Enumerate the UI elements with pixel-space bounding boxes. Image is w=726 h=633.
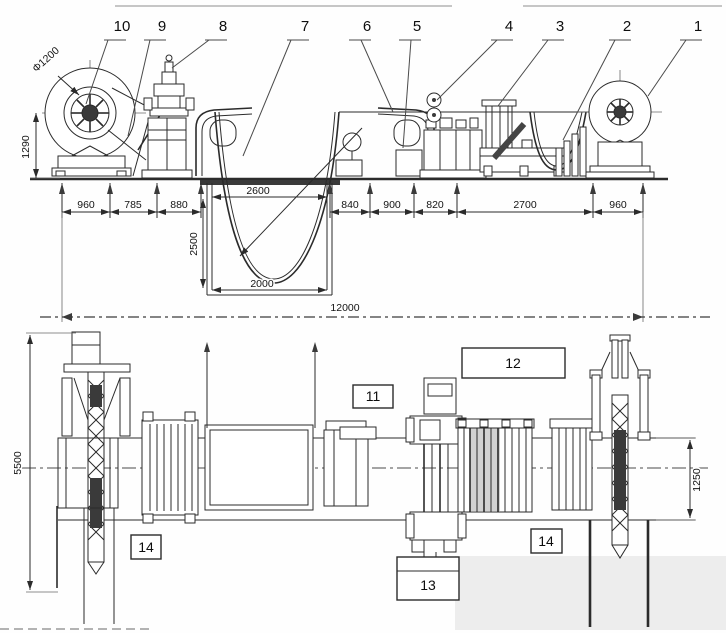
callout-label-5: 5 [413,18,421,35]
dim-chain-1: 785 [124,199,142,211]
pit-dimensions: 2600 2500 2000 [187,184,327,293]
step-tensioner [555,126,587,177]
plan-label-14-right: 14 [530,528,563,554]
dim-pit-depth: 2500 [188,232,200,256]
label-12: 12 [505,355,521,371]
callout-label-7: 7 [301,18,309,35]
operator-console: 13 [396,556,460,601]
pit-right-frame [335,107,435,177]
dimension-chain: 960 785 880 840 900 820 2700 960 12000 [40,198,710,322]
dim-1290: 1290 [20,135,32,159]
dim-overall: 12000 [40,212,710,322]
recoiler-elevation [578,70,662,179]
entry-machine [141,54,195,179]
plan-label-14-left: 14 [130,534,162,560]
callout-label-2: 2 [623,18,631,35]
uncoiler-plan [56,331,131,624]
dim-chain-7: 960 [609,199,627,211]
dim-pit-bottom: 2000 [250,278,274,290]
label-11: 11 [366,388,381,404]
dim-uncoiler-height: 1290 [19,113,60,179]
loop-table-plan [323,420,377,507]
dim-chain-4: 900 [383,199,401,211]
dim-5500: 5500 [12,451,24,475]
plan-view: 11 12 13 14 14 [22,331,708,627]
strip-path-diagonal [239,127,363,257]
dim-pit-top: 2600 [246,185,270,197]
coil-diameter-label: Φ1200 [30,45,62,75]
pit-plan [204,342,318,511]
leveler-feeder [339,92,592,179]
slitter-plan [405,377,467,557]
callouts: 10 9 8 7 6 5 4 3 2 1 [85,18,702,157]
roller-table-plan [141,411,199,524]
dim-chain-6: 2700 [513,199,537,211]
dim-plan-span: 5500 [11,332,76,593]
callout-label-9: 9 [158,18,166,35]
strip-loop [214,111,340,284]
plan-dimensions: 5500 1250 [11,332,705,593]
label-13: 13 [420,577,436,593]
slitter-shear [479,99,565,177]
callout-label-3: 3 [556,18,564,35]
exit-table-plan [549,418,595,511]
label-14-right: 14 [538,533,554,549]
uncoiler-elevation [42,60,151,177]
dim-1250: 1250 [691,468,703,492]
dim-chain-3: 840 [341,199,359,211]
dim-chain-2: 880 [170,199,188,211]
dim-chain-5: 820 [426,199,444,211]
cabinet-elevation [395,149,423,177]
dim-12000: 12000 [330,302,359,314]
plan-label-11: 11 [352,384,394,409]
callout-label-4: 4 [505,18,513,35]
label-14-left: 14 [138,539,154,555]
elevation-view: Φ1200 1290 [19,43,668,296]
callout-label-8: 8 [219,18,227,35]
dim-recoiler-width: 1250 [656,437,705,521]
pit-left-frame [195,107,253,176]
callout-label-10: 10 [114,18,131,35]
dim-chain-0: 960 [77,199,95,211]
callout-label-6: 6 [363,18,371,35]
recoiler-plan [588,334,651,627]
loop-pit [200,111,363,296]
slit-roller-block-plan [455,418,535,513]
plan-label-12: 12 [461,347,566,379]
callout-label-1: 1 [694,18,702,35]
